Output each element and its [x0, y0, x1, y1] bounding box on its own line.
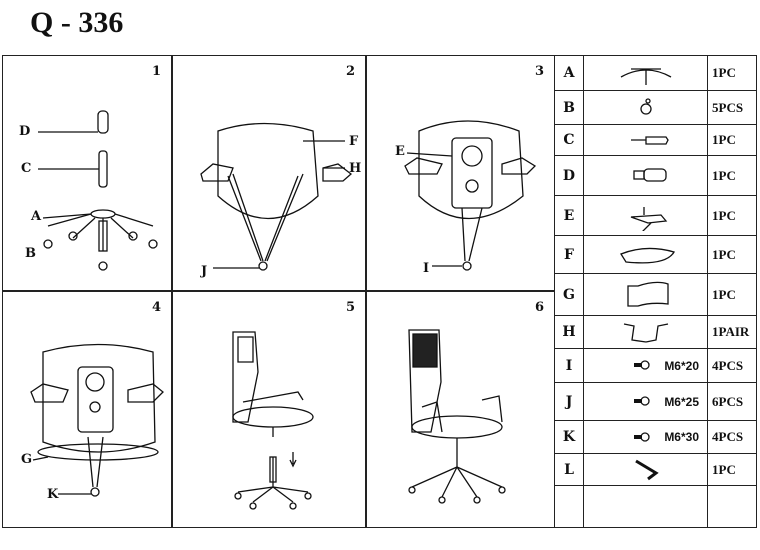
- step-3-panel: 3 E I: [366, 55, 555, 291]
- part-quantity: 1PC: [707, 196, 757, 235]
- part-quantity: [707, 486, 757, 528]
- part-quantity: 1PC: [707, 454, 757, 485]
- label-f: F: [349, 134, 359, 149]
- part-picture: [583, 156, 707, 195]
- part-letter: A: [563, 65, 575, 81]
- bolt-icon: [634, 360, 650, 370]
- part-row: L 1PC: [555, 453, 757, 485]
- bolt-icon: [634, 396, 650, 406]
- gas-lift-icon: [631, 135, 669, 145]
- label-c: C: [21, 161, 32, 176]
- chair-onto-base-drawing: [232, 331, 314, 510]
- part-picture: M6*20: [583, 349, 707, 382]
- backrest-armrest-drawing: [200, 122, 353, 271]
- step-4-panel: 4 G K: [2, 291, 172, 528]
- part-row: E 1PC: [555, 195, 757, 235]
- part-picture: [583, 274, 707, 315]
- part-letter: B: [563, 99, 575, 116]
- gas-cover-icon: [633, 168, 667, 182]
- label-i: I: [423, 261, 430, 276]
- part-picture: [583, 486, 707, 528]
- part-picture: M6*30: [583, 421, 707, 453]
- part-picture: [583, 91, 707, 124]
- star-base-icon: [620, 67, 672, 85]
- part-quantity: 5PCS: [707, 91, 757, 124]
- base-assembly-drawing: [38, 110, 158, 271]
- bolt-icon: [634, 431, 650, 442]
- label-a: A: [31, 209, 42, 224]
- part-quantity: 1PC: [707, 236, 757, 273]
- part-quantity: 4PCS: [707, 349, 757, 382]
- part-letter: E: [563, 207, 575, 224]
- part-letter: I: [565, 357, 573, 374]
- allen-key-icon: [635, 459, 659, 481]
- seat-icon: [620, 247, 675, 264]
- part-quantity: 1PC: [707, 274, 757, 315]
- part-picture: M6*25: [583, 383, 707, 420]
- part-picture: [583, 196, 707, 235]
- step-1-panel: 1 D C A B: [2, 55, 172, 291]
- part-row: D 1PC: [555, 155, 757, 195]
- finished-chair-drawing: [408, 329, 506, 504]
- label-e: E: [395, 144, 405, 159]
- part-letter: H: [562, 324, 576, 340]
- step-number: 6: [534, 300, 544, 315]
- part-quantity: 1PC: [707, 156, 757, 195]
- step-2-panel: 2 F H J: [172, 55, 366, 291]
- part-row: H 1PAIR: [555, 315, 757, 348]
- part-row: G 1PC: [555, 273, 757, 315]
- part-quantity: 1PAIR: [707, 316, 757, 348]
- part-quantity: 1PC: [707, 56, 757, 90]
- label-h: H: [349, 161, 362, 176]
- part-letter: [555, 486, 583, 528]
- label-d: D: [19, 124, 31, 139]
- label-b: B: [25, 246, 36, 261]
- step-number: 5: [345, 300, 355, 315]
- part-letter: L: [564, 461, 574, 478]
- part-row: I M6*20 4PCS: [555, 348, 757, 382]
- part-picture: [583, 316, 707, 348]
- part-quantity: 1PC: [707, 125, 757, 155]
- bolt-spec: M6*20: [664, 358, 699, 373]
- part-row: C 1PC: [555, 124, 757, 155]
- mechanism-drawing: [404, 120, 537, 271]
- step-number: 3: [534, 64, 544, 79]
- part-picture: [583, 56, 707, 90]
- part-row: F 1PC: [555, 235, 757, 273]
- part-letter: D: [562, 167, 576, 184]
- empty-row: [555, 485, 757, 528]
- part-quantity: 6PCS: [707, 383, 757, 420]
- part-row: B 5PCS: [555, 90, 757, 124]
- part-picture: [583, 125, 707, 155]
- part-picture: [583, 236, 707, 273]
- bolt-spec: M6*25: [664, 394, 699, 409]
- label-j: J: [201, 264, 208, 279]
- part-row: K M6*30 4PCS: [555, 420, 757, 453]
- step-number: 2: [345, 64, 355, 79]
- caster-icon: [640, 98, 652, 115]
- part-row: A 1PC: [555, 55, 757, 90]
- label-k: K: [47, 487, 59, 502]
- part-row: J M6*25 6PCS: [555, 382, 757, 420]
- step-number: 1: [151, 64, 161, 79]
- step-number: 4: [151, 300, 161, 315]
- label-g: G: [21, 452, 33, 467]
- mechanism-icon: [630, 207, 668, 231]
- seat-attach-drawing: [30, 343, 164, 497]
- part-letter: C: [563, 132, 575, 148]
- step-5-panel: 5: [172, 291, 366, 528]
- part-letter: G: [563, 286, 575, 303]
- part-picture: [583, 454, 707, 485]
- part-quantity: 4PCS: [707, 421, 757, 453]
- backrest-icon: [627, 281, 669, 307]
- step-6-panel: 6: [366, 291, 555, 528]
- part-letter: F: [564, 246, 574, 263]
- part-letter: K: [562, 429, 576, 445]
- bolt-spec: M6*30: [664, 430, 699, 444]
- part-letter: J: [565, 393, 573, 410]
- document-title: Q - 336: [30, 6, 124, 39]
- armrest-icon: [623, 322, 669, 343]
